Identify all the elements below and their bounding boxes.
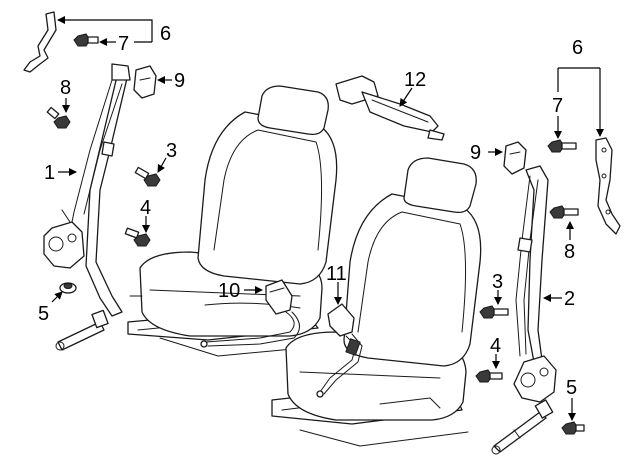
right-seat-belt-assembly (491, 165, 557, 455)
callout-6-left: 6 (160, 23, 171, 45)
right-seat (271, 157, 482, 447)
right-anchor-bracket-6 (595, 137, 621, 235)
callout-1: 1 (44, 162, 55, 184)
callout-3-right: 3 (492, 271, 503, 293)
belt-extender-12 (335, 75, 445, 141)
left-retractor (43, 221, 85, 269)
callout-8-left: 8 (60, 77, 71, 99)
left-bolt-8-icon (46, 106, 71, 129)
callout-3-left: 3 (166, 140, 177, 162)
right-guide-clip-9-icon (503, 141, 527, 175)
callout-2: 2 (564, 288, 575, 310)
right-bolt-3-icon (479, 305, 509, 319)
buckle-11 (316, 303, 363, 398)
callout-8-right: 8 (564, 241, 575, 263)
callout-5-left: 5 (38, 303, 49, 325)
left-bolt-4-icon (124, 227, 151, 247)
callout-7-left: 7 (118, 33, 129, 55)
right-bolt-8-icon (549, 205, 579, 219)
buckle-10 (200, 279, 300, 348)
callout-7-right: 7 (552, 95, 563, 117)
left-guide-clip-9-icon (133, 65, 157, 99)
callout-11: 11 (326, 263, 347, 285)
leader-lines (51, 16, 604, 421)
left-nut-5-icon (59, 282, 77, 294)
callout-labels: 6 7 8 9 1 3 4 5 10 11 12 9 6 7 8 2 3 4 5 (38, 23, 583, 399)
callout-4-right: 4 (490, 335, 501, 357)
callout-12: 12 (404, 69, 426, 91)
callout-5-right: 5 (566, 377, 577, 399)
left-bolt-3-icon (134, 166, 161, 187)
callout-4-left: 4 (140, 197, 151, 219)
left-seat (127, 85, 338, 357)
right-bolt-7-icon (547, 139, 577, 153)
callout-10: 10 (218, 280, 240, 302)
right-bolt-5-icon (561, 421, 585, 435)
left-anchor-bracket (23, 11, 57, 73)
callout-6-right: 6 (572, 37, 583, 59)
left-bolt-7-icon (73, 33, 99, 47)
callout-9-left: 9 (174, 70, 185, 92)
left-seat-belt-assembly (23, 11, 131, 351)
right-bolt-4-icon (475, 369, 503, 383)
callout-9-right: 9 (470, 142, 481, 164)
